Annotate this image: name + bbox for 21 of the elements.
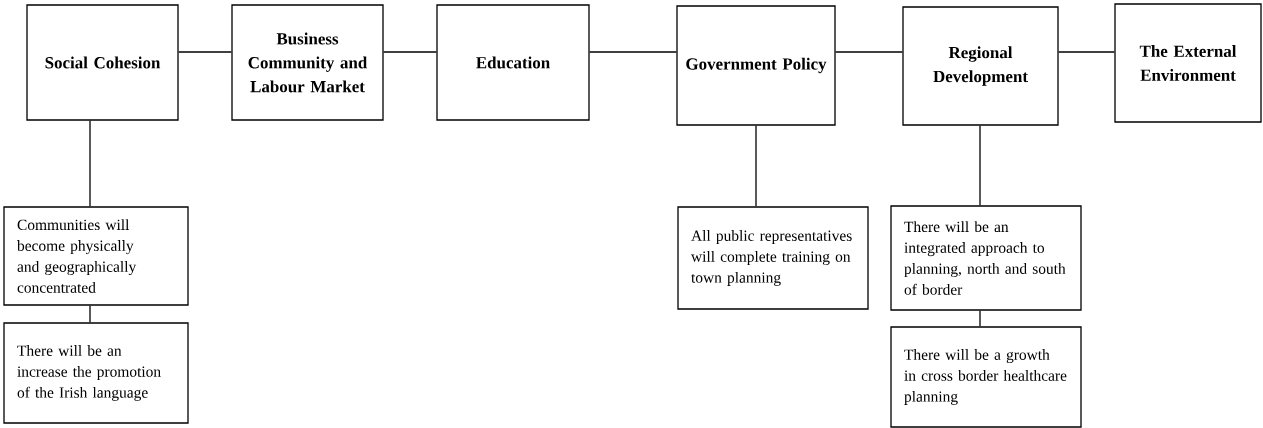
- connector-line: [383, 51, 437, 53]
- outcome-box: There will be an increase the promotion of the Irish language: [3, 322, 189, 424]
- outcome-box: All public representatives will complete training on town planning: [677, 206, 869, 310]
- outcome-box: There will be a growth in cross border healthcare planning: [890, 326, 1082, 428]
- category-box: Business Community and Labour Market: [231, 4, 384, 121]
- category-box: Regional Development: [902, 6, 1059, 126]
- connector-line: [979, 125, 981, 206]
- connector-line: [835, 51, 903, 53]
- connector-line: [178, 51, 232, 53]
- outcome-box: There will be an integrated approach to planning, north and south of border: [890, 205, 1082, 311]
- connector-line: [89, 305, 91, 323]
- category-box: Education: [436, 4, 590, 121]
- category-box: The External Environment: [1114, 3, 1262, 123]
- outcome-box: Communities will become physically and geographically concentrated: [3, 206, 189, 306]
- connector-line: [589, 51, 677, 53]
- connector-line: [89, 120, 91, 207]
- category-box: Social Cohesion: [26, 4, 179, 121]
- category-box: Government Policy: [676, 5, 836, 126]
- connector-line: [1058, 51, 1115, 53]
- connector-line: [979, 310, 981, 327]
- connector-line: [755, 125, 757, 207]
